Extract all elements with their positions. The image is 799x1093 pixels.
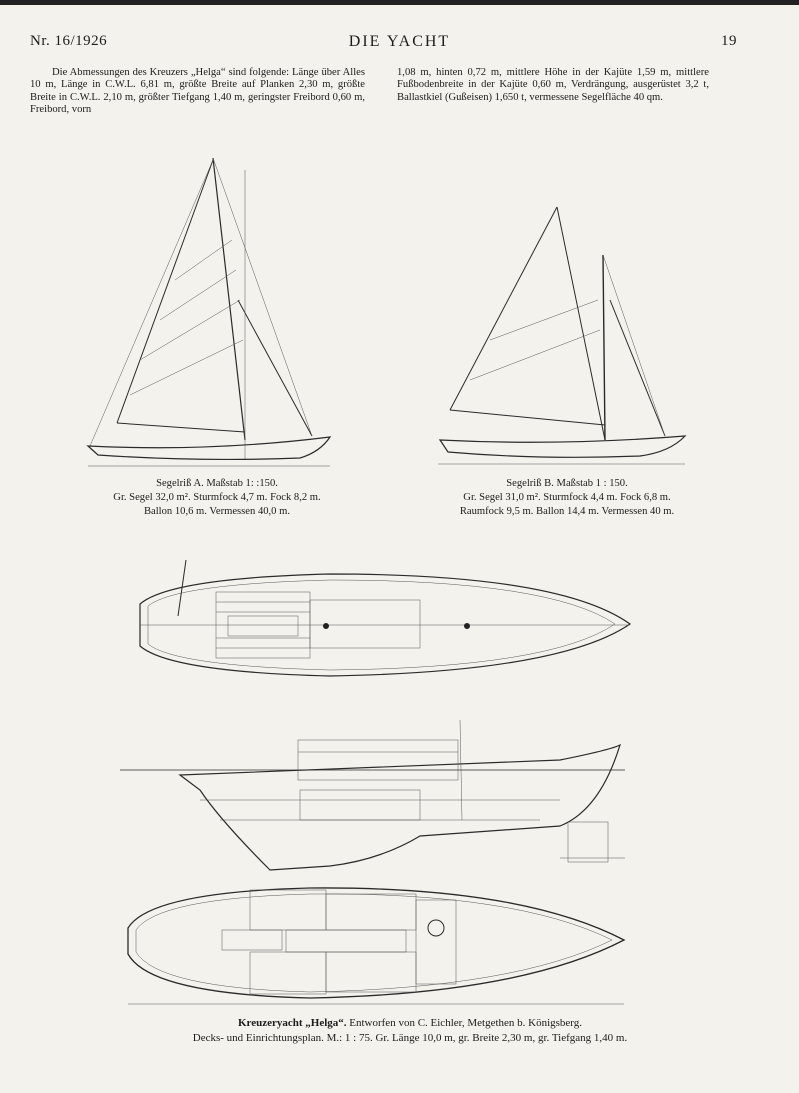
profile-plan-drawing (120, 719, 625, 871)
issue-number: Nr. 16/1926 (30, 33, 108, 49)
journal-title: DIE YACHT (348, 33, 451, 50)
page-top-edge (0, 0, 799, 5)
sail-plan-a-line3: Ballon 10,6 m. Vermessen 40,0 m. (143, 506, 291, 517)
sail-plan-a-line2: Gr. Segel 32,0 m². Sturmfock 4,7 m. Fock… (113, 492, 321, 503)
sail-plan-b-drawing (438, 206, 687, 465)
intro-text-right: 1,08 m, hinten 0,72 m, mittlere Höhe in … (397, 67, 709, 103)
sail-plan-a-caption: Segelriß A. Maßstab 1: :150. Gr. Segel 3… (62, 477, 372, 519)
sail-plan-b-title: Segelriß B. Maßstab 1 : 150. (506, 478, 628, 489)
designer-credit: Entworfen von C. Eichler, Metgethen b. K… (346, 1017, 583, 1029)
accommodation-plan-drawing (127, 887, 626, 1005)
sail-plan-b-line3: Raumfock 9,5 m. Ballon 14,4 m. Vermessen… (459, 506, 675, 517)
sail-plan-a-title: Segelriß A. Maßstab 1: :150. (156, 478, 278, 489)
sail-plan-a-drawing (86, 157, 332, 467)
yacht-name: Kreuzeryacht „Helga“. (237, 1017, 347, 1029)
intro-text-left: Die Abmessungen des Kreuzers „Helga“ sin… (30, 67, 365, 116)
sail-plan-b-caption: Segelriß B. Maßstab 1 : 150. Gr. Segel 3… (412, 477, 722, 519)
yacht-caption: Kreuzeryacht „Helga“. Entworfen von C. E… (100, 1016, 720, 1046)
yacht-caption-line2: Decks- und Einrichtungsplan. M.: 1 : 75.… (192, 1032, 628, 1044)
deck-plan-drawing (139, 559, 632, 677)
yacht-caption-line1: Kreuzeryacht „Helga“. Entworfen von C. E… (100, 1016, 720, 1031)
page-number: 19 (721, 33, 737, 49)
sail-plan-b-line2: Gr. Segel 31,0 m². Sturmfock 4,4 m. Fock… (463, 492, 671, 503)
